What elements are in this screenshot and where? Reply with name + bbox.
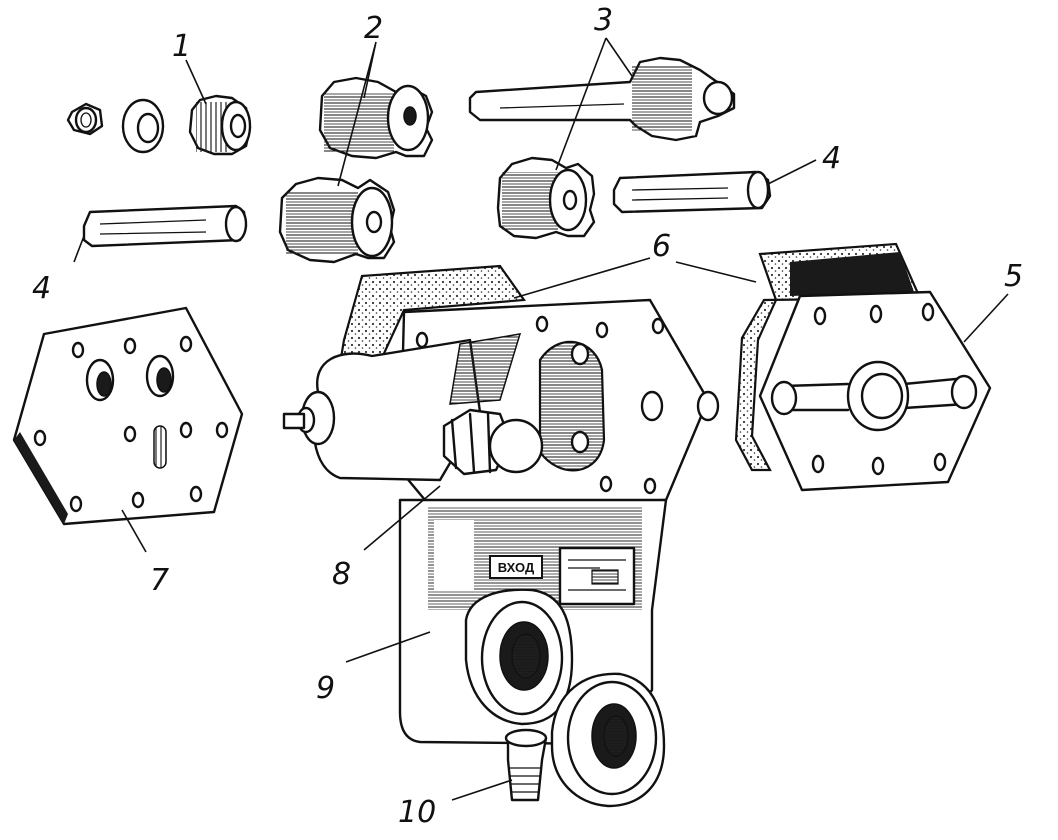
callout-3: 3 [594,3,613,38]
drive-shaft-with-gear [468,56,736,142]
gear-upper [318,76,434,160]
callout-5: 5 [1004,259,1023,294]
right-cover-assembly [734,242,992,492]
gear-small-right [496,156,596,240]
pin-left [82,204,248,248]
cover-bolt-holes [33,335,229,513]
inlet-stamp: ВХОД [498,560,535,575]
callout-labels: 1 2 3 4 4 5 6 7 8 9 10 [32,3,1023,830]
left-cover-plate [12,306,244,526]
pump-body: ВХОД [282,264,720,808]
callout-4-left: 4 [32,271,51,306]
pin-right [612,170,772,214]
callout-2: 2 [364,11,383,46]
callout-9: 9 [316,671,335,706]
small-gear [188,94,252,156]
washer [121,98,165,154]
nut [66,102,104,136]
callout-7: 7 [150,563,169,598]
callout-10: 10 [398,795,436,830]
gear-lower [278,176,396,264]
leader-lines [73,37,1009,801]
callout-6: 6 [652,229,671,264]
callout-8: 8 [332,557,351,592]
callout-1: 1 [172,29,191,64]
callout-4-right: 4 [822,141,841,176]
